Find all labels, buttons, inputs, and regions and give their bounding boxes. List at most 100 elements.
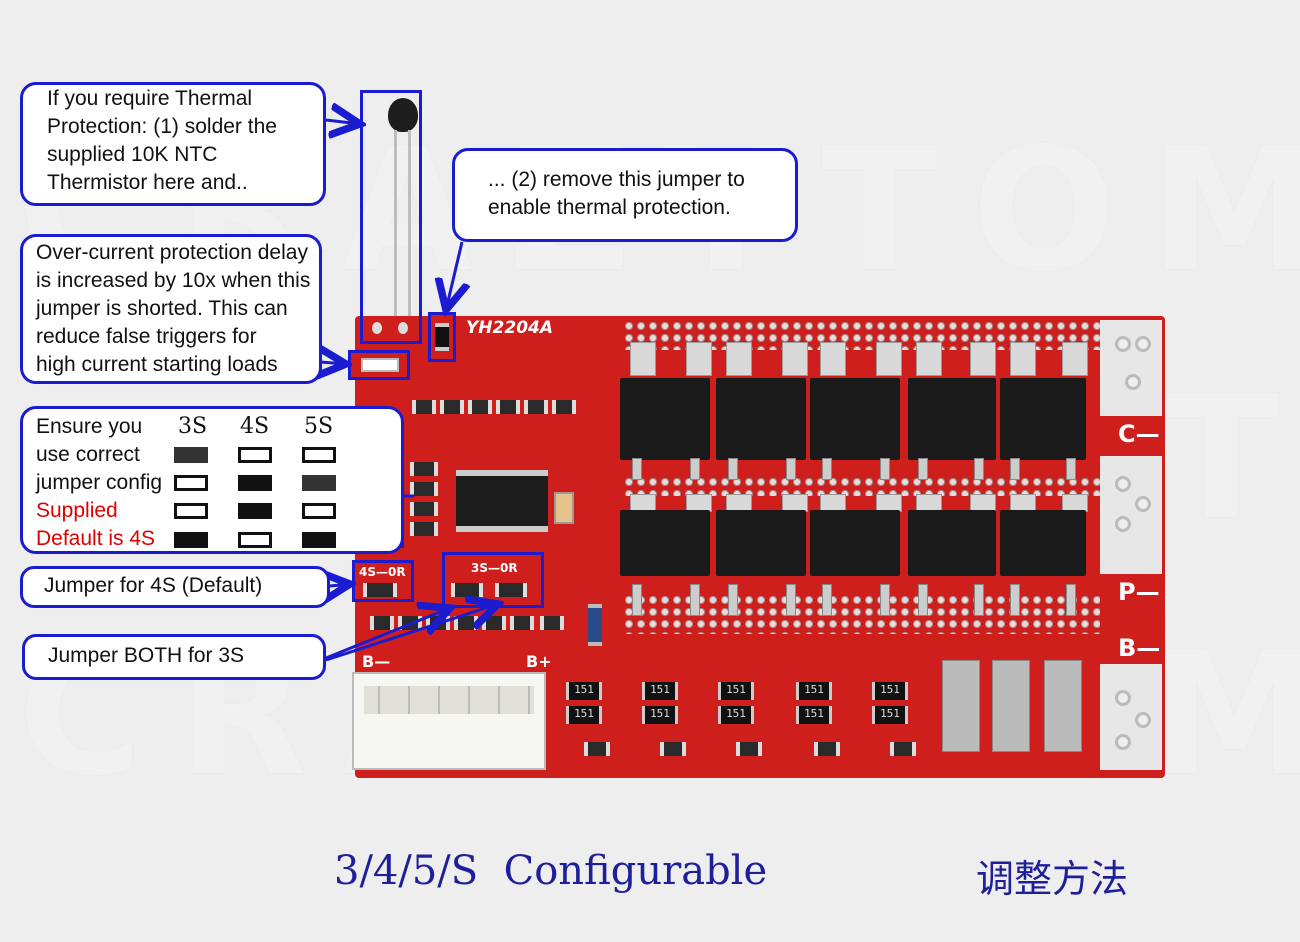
mosfet-leg	[1066, 458, 1076, 480]
resistor-151: 151	[642, 682, 678, 700]
jumper-4s-row4	[238, 532, 272, 548]
shunt-resistor	[1044, 660, 1082, 752]
col-header-3s: 3S	[178, 414, 208, 439]
arrow-3s-right	[325, 604, 498, 662]
mosfet-tab	[820, 342, 846, 376]
mosfet-tab	[726, 342, 752, 376]
terminal-c-pad	[1100, 416, 1162, 456]
resistor-151: 151	[566, 706, 602, 724]
terminal-hole	[1135, 496, 1151, 512]
config-supplied-label: Supplied	[36, 499, 118, 522]
inductor	[588, 604, 602, 646]
label-b-plus: B+	[526, 652, 552, 671]
arrow-3s-left	[325, 608, 450, 660]
smd-component	[540, 616, 564, 630]
jumper-4s-row2	[238, 475, 272, 491]
smd-component	[524, 400, 548, 414]
mosfet-leg	[728, 584, 738, 616]
mosfet-leg	[632, 584, 642, 616]
terminal-pb-pad	[1100, 574, 1162, 664]
mosfet-tab	[970, 342, 996, 376]
thermistor-lead	[408, 130, 411, 326]
terminal-label-c: C—	[1118, 420, 1160, 448]
thermistor-hole	[372, 322, 382, 334]
shunt-resistor	[942, 660, 980, 752]
config-line-3: jumper config	[36, 471, 163, 494]
mosfet-tab	[686, 342, 712, 376]
jumper-5s-row4	[302, 532, 336, 548]
terminal-hole	[1115, 516, 1131, 532]
mosfet-leg	[974, 584, 984, 616]
thermal-callout	[20, 82, 326, 206]
transistor	[890, 742, 916, 756]
arrow-thermal-jumper	[446, 241, 462, 310]
mosfet-leg	[822, 584, 832, 616]
jumper-5s-row2	[302, 475, 336, 491]
resistor-151: 151	[796, 682, 832, 700]
mosfet-leg	[1010, 584, 1020, 616]
terminal-label-b: B—	[1118, 634, 1161, 662]
col-header-5s: 5S	[304, 414, 334, 439]
config-line-1: Ensure you	[36, 415, 143, 438]
config-line-2: use correct	[36, 443, 140, 466]
remove-jumper-callout	[452, 148, 798, 242]
resistor-151: 151	[566, 682, 602, 700]
mosfet-tab	[630, 342, 656, 376]
jumper-3s-right	[495, 583, 527, 597]
jumper-3s-row1	[174, 447, 208, 463]
jumper-3s-callout-text: Jumper BOTH for 3S	[48, 644, 245, 667]
mosfet	[716, 378, 806, 460]
smd-component	[412, 400, 436, 414]
capacitor	[554, 492, 574, 524]
smd-component	[440, 400, 464, 414]
smd-component	[410, 502, 438, 516]
col-header-4s: 4S	[240, 414, 270, 439]
thermistor-hole	[398, 322, 408, 334]
thermistor-lead	[394, 130, 397, 326]
connector-pins	[364, 686, 534, 714]
mosfet-tab	[782, 342, 808, 376]
mosfet-tab	[876, 342, 902, 376]
jumper-4s-row1	[238, 447, 272, 463]
mosfet-tab	[1062, 342, 1088, 376]
smd-component	[510, 616, 534, 630]
arrow-4s	[330, 584, 350, 586]
mosfet-leg	[632, 458, 642, 480]
mosfet	[716, 510, 806, 576]
transistor	[584, 742, 610, 756]
terminal-hole	[1125, 374, 1141, 390]
mosfet-leg	[822, 458, 832, 480]
controller-ic	[456, 470, 548, 532]
thermistor-highlight	[360, 90, 422, 344]
mosfet-leg	[1010, 458, 1020, 480]
jumper-3s-row2	[174, 475, 208, 491]
mosfet-leg	[690, 458, 700, 480]
arrow-delay-jumper	[320, 362, 346, 364]
label-b-minus: B—	[362, 652, 391, 671]
smd-component	[496, 400, 520, 414]
mosfet-leg	[918, 584, 928, 616]
terminal-hole	[1115, 476, 1131, 492]
jumper-3s-callout	[22, 634, 326, 680]
thermal-jumper	[435, 323, 449, 351]
mosfet	[810, 510, 900, 576]
jumper-4s-row3	[238, 503, 272, 519]
resistor-151: 151	[872, 682, 908, 700]
mosfet	[620, 378, 710, 460]
mosfet-leg	[728, 458, 738, 480]
resistor-151: 151	[872, 706, 908, 724]
smd-component	[552, 400, 576, 414]
mosfet	[908, 378, 996, 460]
terminal-hole	[1135, 712, 1151, 728]
overcurrent-callout	[20, 234, 322, 384]
copper-area-bottom	[623, 594, 1103, 634]
overcurrent-callout-text: Over-current protection delay is increas…	[36, 241, 311, 376]
transistor	[814, 742, 840, 756]
terminal-label-p: P—	[1118, 578, 1160, 606]
remove-jumper-callout-text: ... (2) remove this jumper to enable the…	[488, 168, 745, 219]
jumper-4s	[363, 583, 397, 597]
transistor	[736, 742, 762, 756]
terminal-hole	[1115, 690, 1131, 706]
delay-jumper	[361, 358, 399, 372]
